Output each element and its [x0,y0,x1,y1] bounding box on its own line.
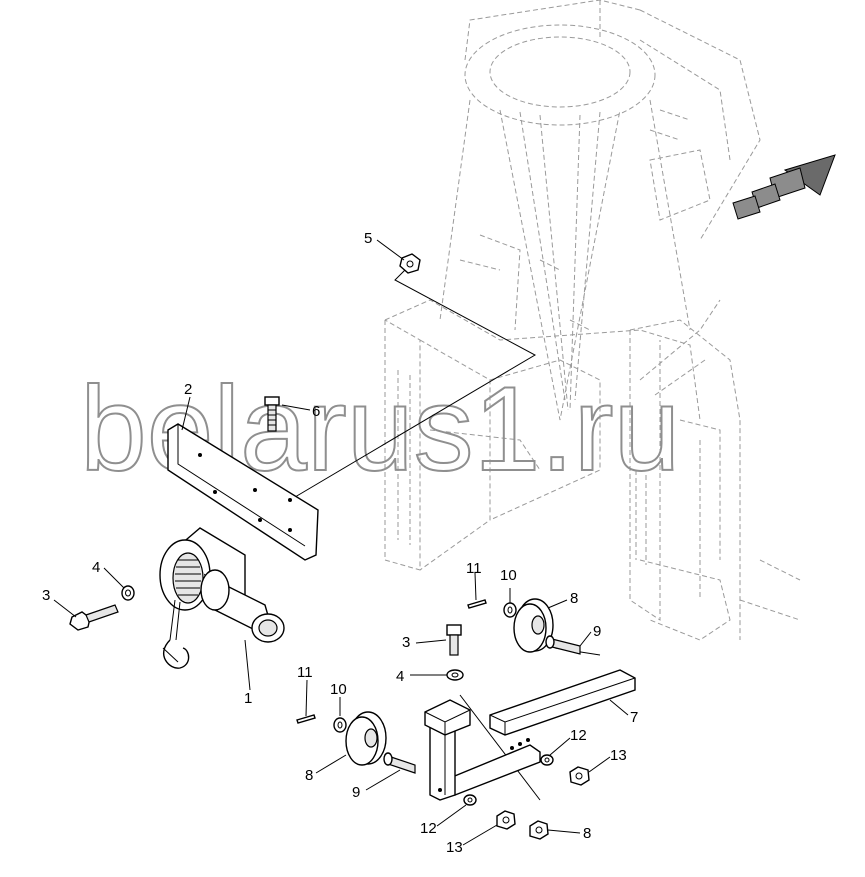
pin-part-9-upper [545,635,581,655]
leader-lines [53,239,629,846]
bolt-part-3-center [446,624,462,656]
callout-8-lower: 8 [305,767,313,784]
callout-11-lower: 11 [297,664,313,681]
washer-part-12-right [540,754,554,766]
nut-part-5 [399,253,421,274]
callout-2: 2 [184,381,192,398]
callout-3-left: 3 [42,587,50,604]
mounting-plate-part-2 [167,423,319,561]
callout-12-right: 12 [570,727,587,744]
washer-part-4-left [121,585,135,601]
callout-labels: 1 2 3 3 4 4 5 6 7 8 8 8 9 9 10 10 11 11 … [42,230,638,856]
tractor-frame-ghost [384,0,801,641]
callout-9-lower: 9 [352,784,360,801]
nut-part-13-lower [496,810,516,830]
callout-3-center: 3 [402,634,410,651]
callout-8-bottom: 8 [583,825,591,842]
callout-4-center: 4 [396,668,404,685]
callout-13-lower: 13 [446,839,463,856]
callout-6: 6 [312,403,320,420]
callout-11-upper: 11 [466,560,482,577]
callout-9-upper: 9 [593,623,601,640]
forward-direction-arrow-icon [732,154,836,220]
washer-part-12-lower [463,794,477,806]
callout-5: 5 [364,230,372,247]
washer-part-10-lower [333,717,347,733]
nut-part-8-bottom [529,820,549,840]
nut-part-13-right [569,766,590,786]
callout-4-left: 4 [92,559,100,576]
pin-part-9-lower [383,752,416,774]
pulley-part-8-lower [345,711,387,766]
cotter-pin-part-11-upper [467,599,487,609]
bolt-part-3-left [69,604,119,631]
callout-10-lower: 10 [330,681,347,698]
callout-1: 1 [244,690,252,707]
support-frame-part-7 [424,669,636,801]
callout-7: 7 [630,709,638,726]
callout-13-right: 13 [610,747,627,764]
callout-8-upper: 8 [570,590,578,607]
bolt-part-6 [264,396,280,432]
winch-part-1 [159,527,285,669]
pulley-part-8-upper [513,598,554,653]
cotter-pin-part-11-lower [296,714,316,724]
callout-10-upper: 10 [500,567,517,584]
washer-part-4-center [446,669,464,681]
callout-12-lower: 12 [420,820,437,837]
washer-part-10-upper [503,602,517,618]
